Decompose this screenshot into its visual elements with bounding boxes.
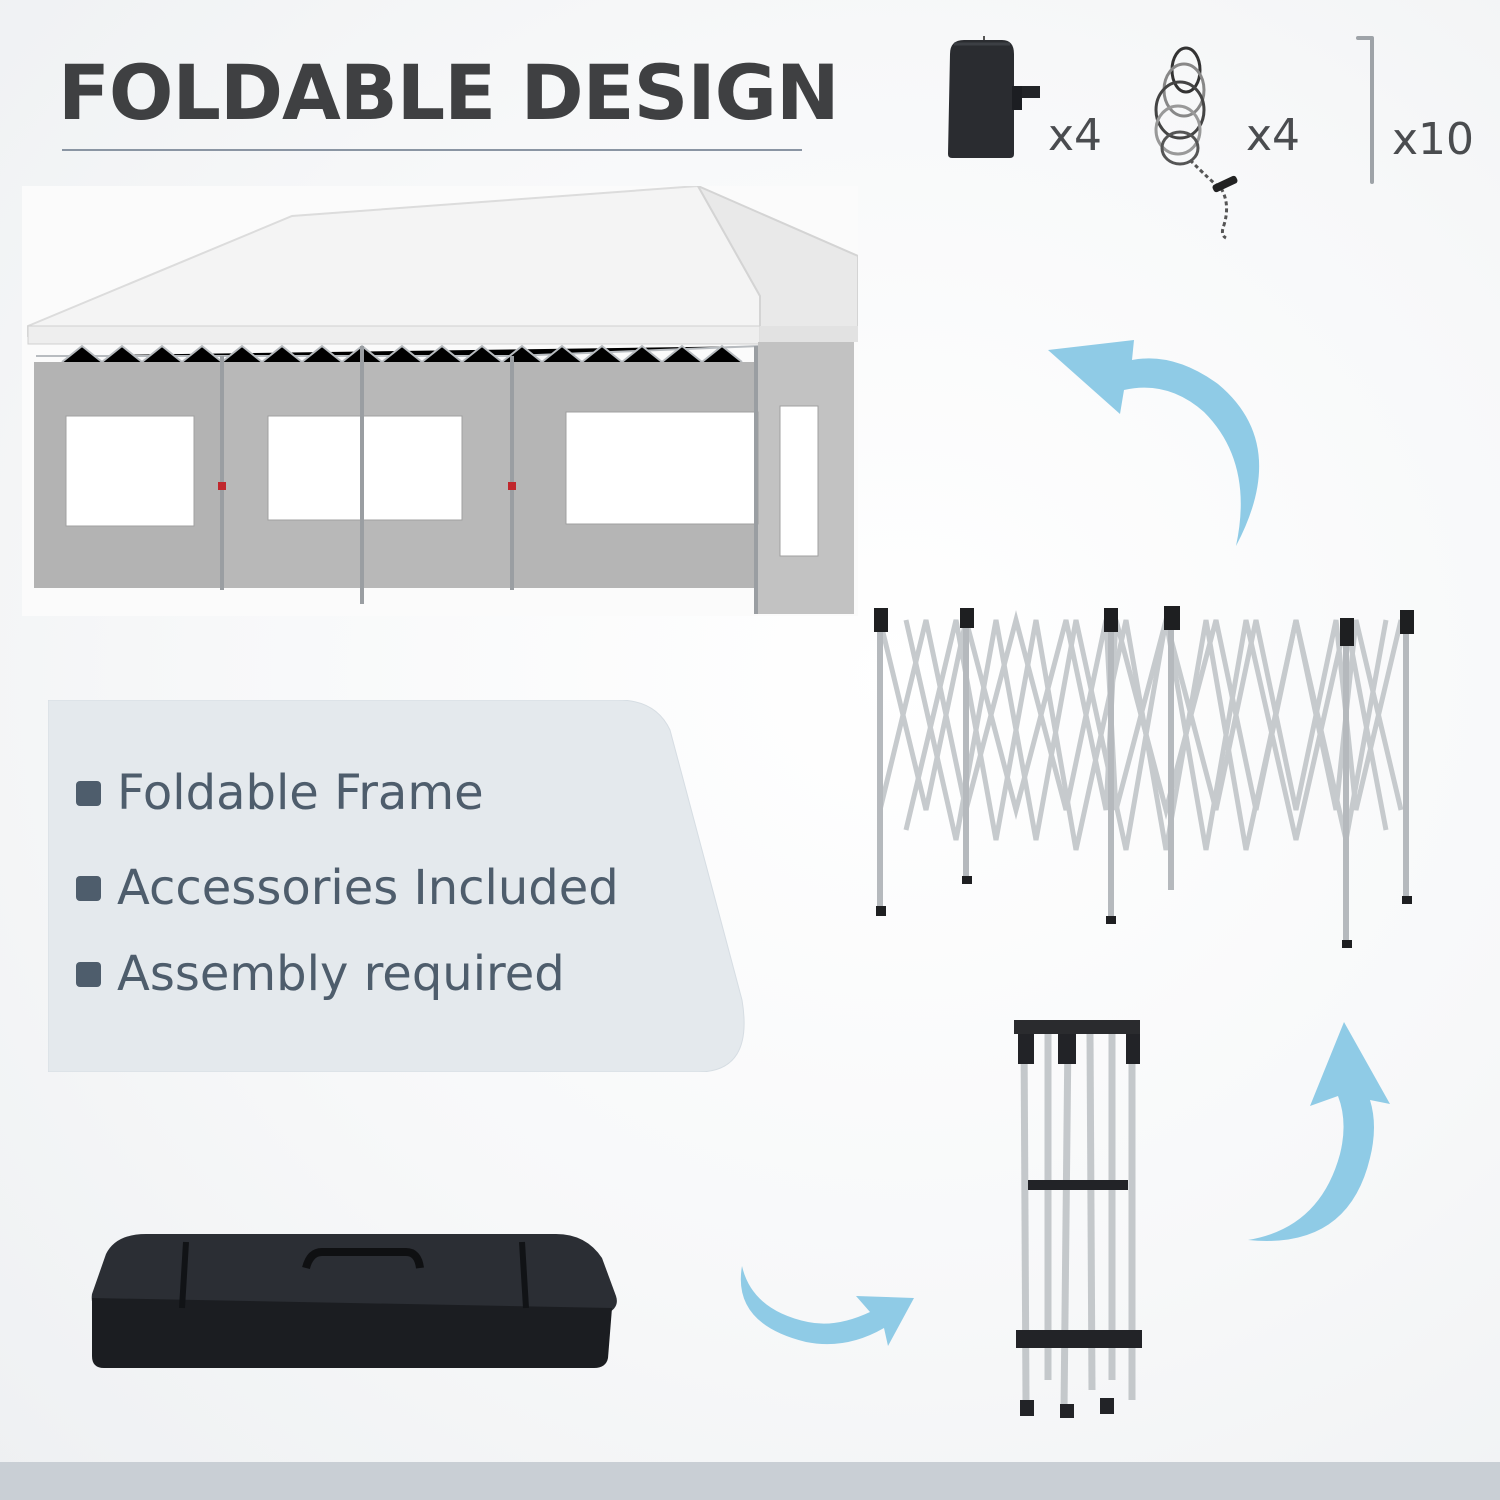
page-title: FOLDABLE DESIGN: [58, 48, 840, 137]
bullet-icon: [76, 875, 101, 901]
feature-label: Foldable Frame: [117, 765, 484, 821]
weight-bag-count: x4: [1048, 110, 1103, 161]
folded-frame-image: [1008, 1020, 1148, 1420]
arrow-icon: [1048, 340, 1260, 546]
tent-image: [22, 183, 859, 616]
bottom-bar: [0, 1462, 1500, 1500]
stake-count: x10: [1392, 114, 1475, 165]
rope-icon: [1154, 46, 1238, 240]
feature-item: Assembly required: [76, 946, 565, 1002]
feature-item: Accessories Included: [76, 860, 619, 916]
expanded-frame-image: [866, 600, 1426, 950]
storage-bag-image: [86, 1228, 626, 1372]
feature-item: Foldable Frame: [76, 765, 484, 821]
arrow-icon: [1248, 1022, 1390, 1241]
weight-bag-icon: [948, 34, 1040, 158]
arrow-icon: [740, 1266, 914, 1346]
feature-label: Accessories Included: [117, 860, 619, 916]
rope-count: x4: [1246, 110, 1301, 161]
title-underline: [62, 149, 802, 151]
accessory-rope: x4: [1150, 30, 1310, 240]
stake-icon: [1356, 36, 1374, 184]
bullet-icon: [76, 780, 101, 806]
feature-panel: [48, 700, 745, 1072]
bullet-icon: [76, 961, 101, 987]
accessory-stake: x10: [1348, 32, 1488, 192]
accessory-weight-bag: x4: [944, 34, 1114, 166]
feature-label: Assembly required: [117, 946, 565, 1002]
